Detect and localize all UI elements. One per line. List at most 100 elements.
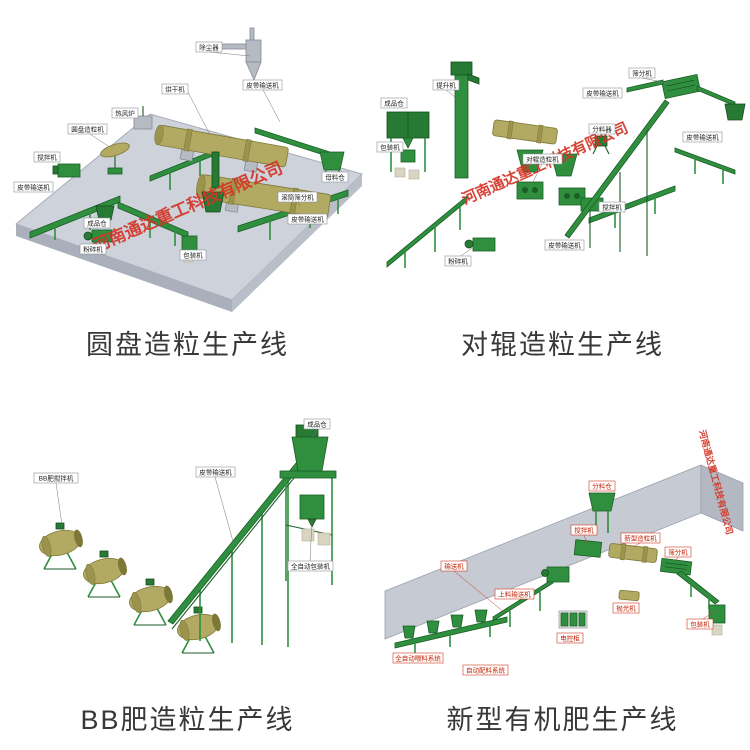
- svg-text:皮带输送机: 皮带输送机: [199, 468, 232, 477]
- svg-text:提升机: 提升机: [436, 81, 456, 90]
- svg-text:成品仓: 成品仓: [87, 219, 107, 228]
- batching-conveyor: [394, 609, 508, 653]
- inclined-conveyor: [492, 578, 554, 627]
- svg-text:皮带输送机: 皮带输送机: [686, 133, 719, 142]
- equipment-label: 上料输送机: [494, 588, 535, 600]
- svg-text:分料器: 分料器: [592, 125, 612, 134]
- svg-text:上料输送机: 上料输送机: [498, 590, 531, 599]
- svg-text:烘干机: 烘干机: [165, 85, 185, 94]
- panel-bb-fertilizer-line: BB肥搅拌机 皮带输送机 成品仓 全自动包装机 BB肥造粒生产线: [0, 375, 375, 750]
- equipment-label: 提升机: [432, 79, 460, 91]
- equipment-label: 分料器: [588, 123, 616, 135]
- equipment-label: 全自动包装机: [287, 560, 334, 572]
- screening-machine: [659, 557, 693, 576]
- illustration-roller-granulation: 河南通达重工科技有限公司 提升机 成品仓 包装机 对辊造粒机 筛分机 皮带输送机…: [376, 61, 746, 268]
- equipment-label: 自动配料系统: [462, 664, 509, 676]
- svg-text:皮带输送机: 皮带输送机: [17, 183, 50, 192]
- storage-bin: [724, 103, 746, 121]
- mixer-drum: [39, 522, 83, 570]
- svg-text:除尘器: 除尘器: [199, 43, 219, 52]
- svg-text:皮带输送机: 皮带输送机: [586, 89, 619, 98]
- product-hopper: [291, 424, 329, 472]
- disc-granulator: [100, 142, 130, 175]
- svg-text:包装机: 包装机: [183, 251, 203, 260]
- svg-text:BB肥搅拌机: BB肥搅拌机: [39, 474, 74, 483]
- equipment-label: 筛分机: [664, 546, 692, 558]
- svg-text:新型造粒机: 新型造粒机: [624, 534, 657, 543]
- rotary-drum: [608, 543, 658, 563]
- svg-text:全自动包装机: 全自动包装机: [291, 562, 331, 571]
- caption-disc-granulation: 圆盘造粒生产线: [86, 330, 289, 360]
- svg-text:筛分机: 筛分机: [668, 548, 688, 557]
- equipment-label: 除尘器: [195, 41, 223, 53]
- equipment-label: 抛光机: [612, 602, 640, 614]
- svg-text:皮带输送机: 皮带输送机: [246, 81, 279, 90]
- equipment-label: 对辊造粒机: [522, 153, 563, 165]
- equipment-label: 全自动喂料系统: [392, 652, 444, 664]
- mixer-drum: [83, 550, 127, 598]
- divider: [592, 135, 610, 155]
- svg-text:包装机: 包装机: [380, 143, 400, 152]
- mixer: [52, 163, 81, 178]
- equipment-label: 皮带输送机: [287, 213, 328, 225]
- illustration-disc-granulation: 河南通达重工科技有限公司 除尘器 烘干机 热风炉 皮带输送机 圆盘造粒机 搅拌机…: [13, 27, 363, 312]
- equipment-label: 搅拌机: [570, 524, 598, 536]
- svg-text:成品仓: 成品仓: [384, 99, 404, 108]
- svg-text:粉碎机: 粉碎机: [83, 245, 103, 254]
- equipment-label: 搅拌机: [33, 151, 61, 163]
- bucket-elevator: [211, 151, 220, 189]
- feed-bin: [201, 191, 225, 213]
- belt-conveyor: [149, 149, 216, 190]
- equipment-label: 皮带输送机: [544, 239, 585, 251]
- equipment-label: 成品仓: [380, 97, 408, 109]
- roller-granulator: [516, 181, 544, 200]
- cyclone-dust-collector: [207, 27, 262, 82]
- svg-text:母料仓: 母料仓: [325, 173, 345, 182]
- equipment-label: 滚筒筛分机: [277, 191, 318, 203]
- svg-text:自动配料系统: 自动配料系统: [466, 666, 506, 675]
- mixer-drum: [129, 578, 173, 626]
- product-bin: [95, 205, 115, 221]
- bucket-elevator: [450, 61, 480, 179]
- label-leaders: [86, 51, 301, 207]
- equipment-label: 分料仓: [588, 480, 616, 492]
- equipment-label: 包装机: [376, 141, 404, 153]
- roller-granulator: [558, 187, 586, 206]
- caption-organic-fertilizer: 新型有机肥生产线: [446, 705, 679, 735]
- equipment-label: 皮带输送机: [195, 466, 236, 478]
- panel-roller-granulation-line: 河南通达重工科技有限公司 提升机 成品仓 包装机 对辊造粒机 筛分机 皮带输送机…: [375, 0, 750, 375]
- polishing-machine: [618, 589, 640, 602]
- belt-conveyor: [564, 99, 670, 256]
- illustration-bb-fertilizer: BB肥搅拌机 皮带输送机 成品仓 全自动包装机: [33, 418, 337, 654]
- equipment-label: 筛分机: [628, 67, 656, 79]
- svg-text:热风炉: 热风炉: [115, 109, 135, 118]
- equipment-label: 输送机: [440, 560, 468, 572]
- svg-text:输送机: 输送机: [444, 562, 464, 571]
- illustration-organic-fertilizer: 河南通达重工科技有限公司: [384, 429, 744, 676]
- hot-air-stove: [133, 106, 153, 130]
- equipment-label: 电控柜: [556, 632, 584, 644]
- equipment-label: 皮带输送机: [13, 181, 54, 193]
- svg-text:电控柜: 电控柜: [560, 634, 580, 643]
- belt-conveyor: [674, 147, 736, 184]
- rotary-dryer-drum: [154, 124, 289, 173]
- equipment-label: 包装机: [686, 618, 714, 630]
- equipment-label: 成品仓: [303, 418, 331, 430]
- svg-text:成品仓: 成品仓: [307, 420, 327, 429]
- svg-text:分料仓: 分料仓: [592, 482, 612, 491]
- svg-text:筛分机: 筛分机: [632, 69, 652, 78]
- equipment-label: 热风炉: [111, 107, 139, 119]
- screening-machine: [661, 73, 701, 100]
- svg-text:粉碎机: 粉碎机: [448, 257, 468, 266]
- svg-text:包装机: 包装机: [690, 620, 710, 629]
- equipment-label: 皮带输送机: [242, 79, 283, 91]
- belt-conveyor: [386, 195, 468, 268]
- equipment-label: 圆盘造粒机: [67, 123, 108, 135]
- equipment-label: 皮带输送机: [682, 131, 723, 143]
- label-leaders: [55, 428, 318, 562]
- panel-organic-fertilizer-line: 河南通达重工科技有限公司: [375, 375, 750, 750]
- caption-bb-fertilizer: BB肥造粒生产线: [80, 705, 295, 735]
- belt-conveyor: [588, 185, 676, 228]
- svg-text:抛光机: 抛光机: [616, 604, 636, 613]
